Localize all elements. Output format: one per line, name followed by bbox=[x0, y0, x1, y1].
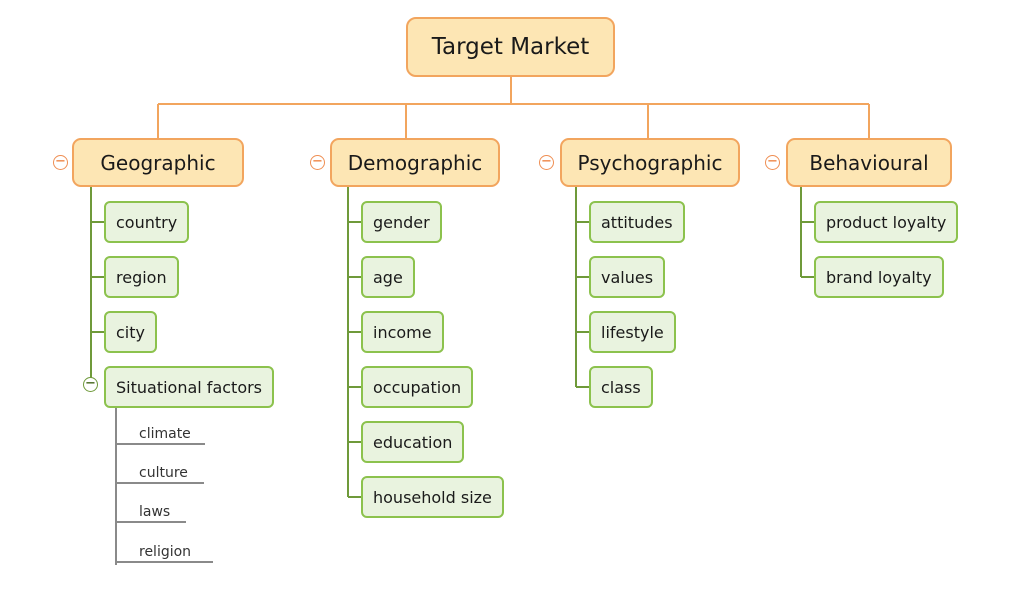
leaf-region[interactable]: region bbox=[104, 256, 179, 298]
category-label: Behavioural bbox=[809, 150, 929, 175]
leaf-label: lifestyle bbox=[601, 322, 664, 342]
leaf-label: attitudes bbox=[601, 212, 673, 232]
collapse-geographic-icon[interactable]: − bbox=[53, 155, 68, 170]
sub-religion[interactable]: religion bbox=[116, 541, 213, 563]
leaf-class[interactable]: class bbox=[589, 366, 653, 408]
category-psychographic[interactable]: Psychographic bbox=[560, 138, 740, 187]
leaf-label: occupation bbox=[373, 377, 462, 397]
collapse-behavioural-icon[interactable]: − bbox=[765, 155, 780, 170]
root-label: Target Market bbox=[431, 34, 590, 60]
leaf-age[interactable]: age bbox=[361, 256, 415, 298]
leaf-attitudes[interactable]: attitudes bbox=[589, 201, 685, 243]
leaf-values[interactable]: values bbox=[589, 256, 666, 298]
leaf-situational-factors[interactable]: Situational factors bbox=[104, 366, 275, 408]
root-connectors bbox=[157, 77, 870, 138]
collapse-demographic-icon[interactable]: − bbox=[310, 155, 325, 170]
leaf-label: Situational factors bbox=[116, 377, 263, 397]
leaf-label: age bbox=[373, 267, 403, 287]
leaf-household-size[interactable]: household size bbox=[361, 476, 504, 518]
sub-laws[interactable]: laws bbox=[116, 501, 186, 523]
leaf-brand-loyalty[interactable]: brand loyalty bbox=[814, 256, 944, 298]
leaf-label: education bbox=[373, 432, 453, 452]
leaf-product-loyalty[interactable]: product loyalty bbox=[814, 201, 959, 243]
category-label: Geographic bbox=[100, 150, 216, 175]
sub-label: climate bbox=[139, 426, 191, 442]
leaf-label: city bbox=[116, 322, 145, 342]
category-demographic[interactable]: Demographic bbox=[330, 138, 500, 187]
sub-label: culture bbox=[139, 465, 188, 481]
leaf-label: household size bbox=[373, 487, 492, 507]
leaf-label: country bbox=[116, 212, 178, 232]
sub-label: laws bbox=[139, 504, 171, 520]
leaf-occupation[interactable]: occupation bbox=[361, 366, 474, 408]
leaf-country[interactable]: country bbox=[104, 201, 190, 243]
category-label: Psychographic bbox=[577, 150, 723, 175]
leaf-education[interactable]: education bbox=[361, 421, 465, 463]
leaf-lifestyle[interactable]: lifestyle bbox=[589, 311, 676, 353]
leaf-label: income bbox=[373, 322, 432, 342]
collapse-situational-icon[interactable]: − bbox=[83, 377, 98, 392]
leaf-label: class bbox=[601, 377, 641, 397]
leaf-label: product loyalty bbox=[826, 212, 947, 232]
leaf-label: brand loyalty bbox=[826, 267, 932, 287]
leaf-label: values bbox=[601, 267, 654, 287]
category-behavioural[interactable]: Behavioural bbox=[786, 138, 952, 187]
leaf-label: region bbox=[116, 267, 167, 287]
category-geographic[interactable]: Geographic bbox=[72, 138, 244, 187]
sub-climate[interactable]: climate bbox=[116, 423, 205, 445]
collapse-psychographic-icon[interactable]: − bbox=[539, 155, 554, 170]
leaf-income[interactable]: income bbox=[361, 311, 444, 353]
leaf-city[interactable]: city bbox=[104, 311, 157, 353]
leaf-gender[interactable]: gender bbox=[361, 201, 442, 243]
root-node[interactable]: Target Market bbox=[406, 17, 615, 77]
sub-culture[interactable]: culture bbox=[116, 462, 204, 484]
sub-label: religion bbox=[139, 544, 192, 560]
leaf-connectors bbox=[90, 187, 814, 498]
category-label: Demographic bbox=[347, 150, 483, 175]
leaf-label: gender bbox=[373, 212, 430, 232]
